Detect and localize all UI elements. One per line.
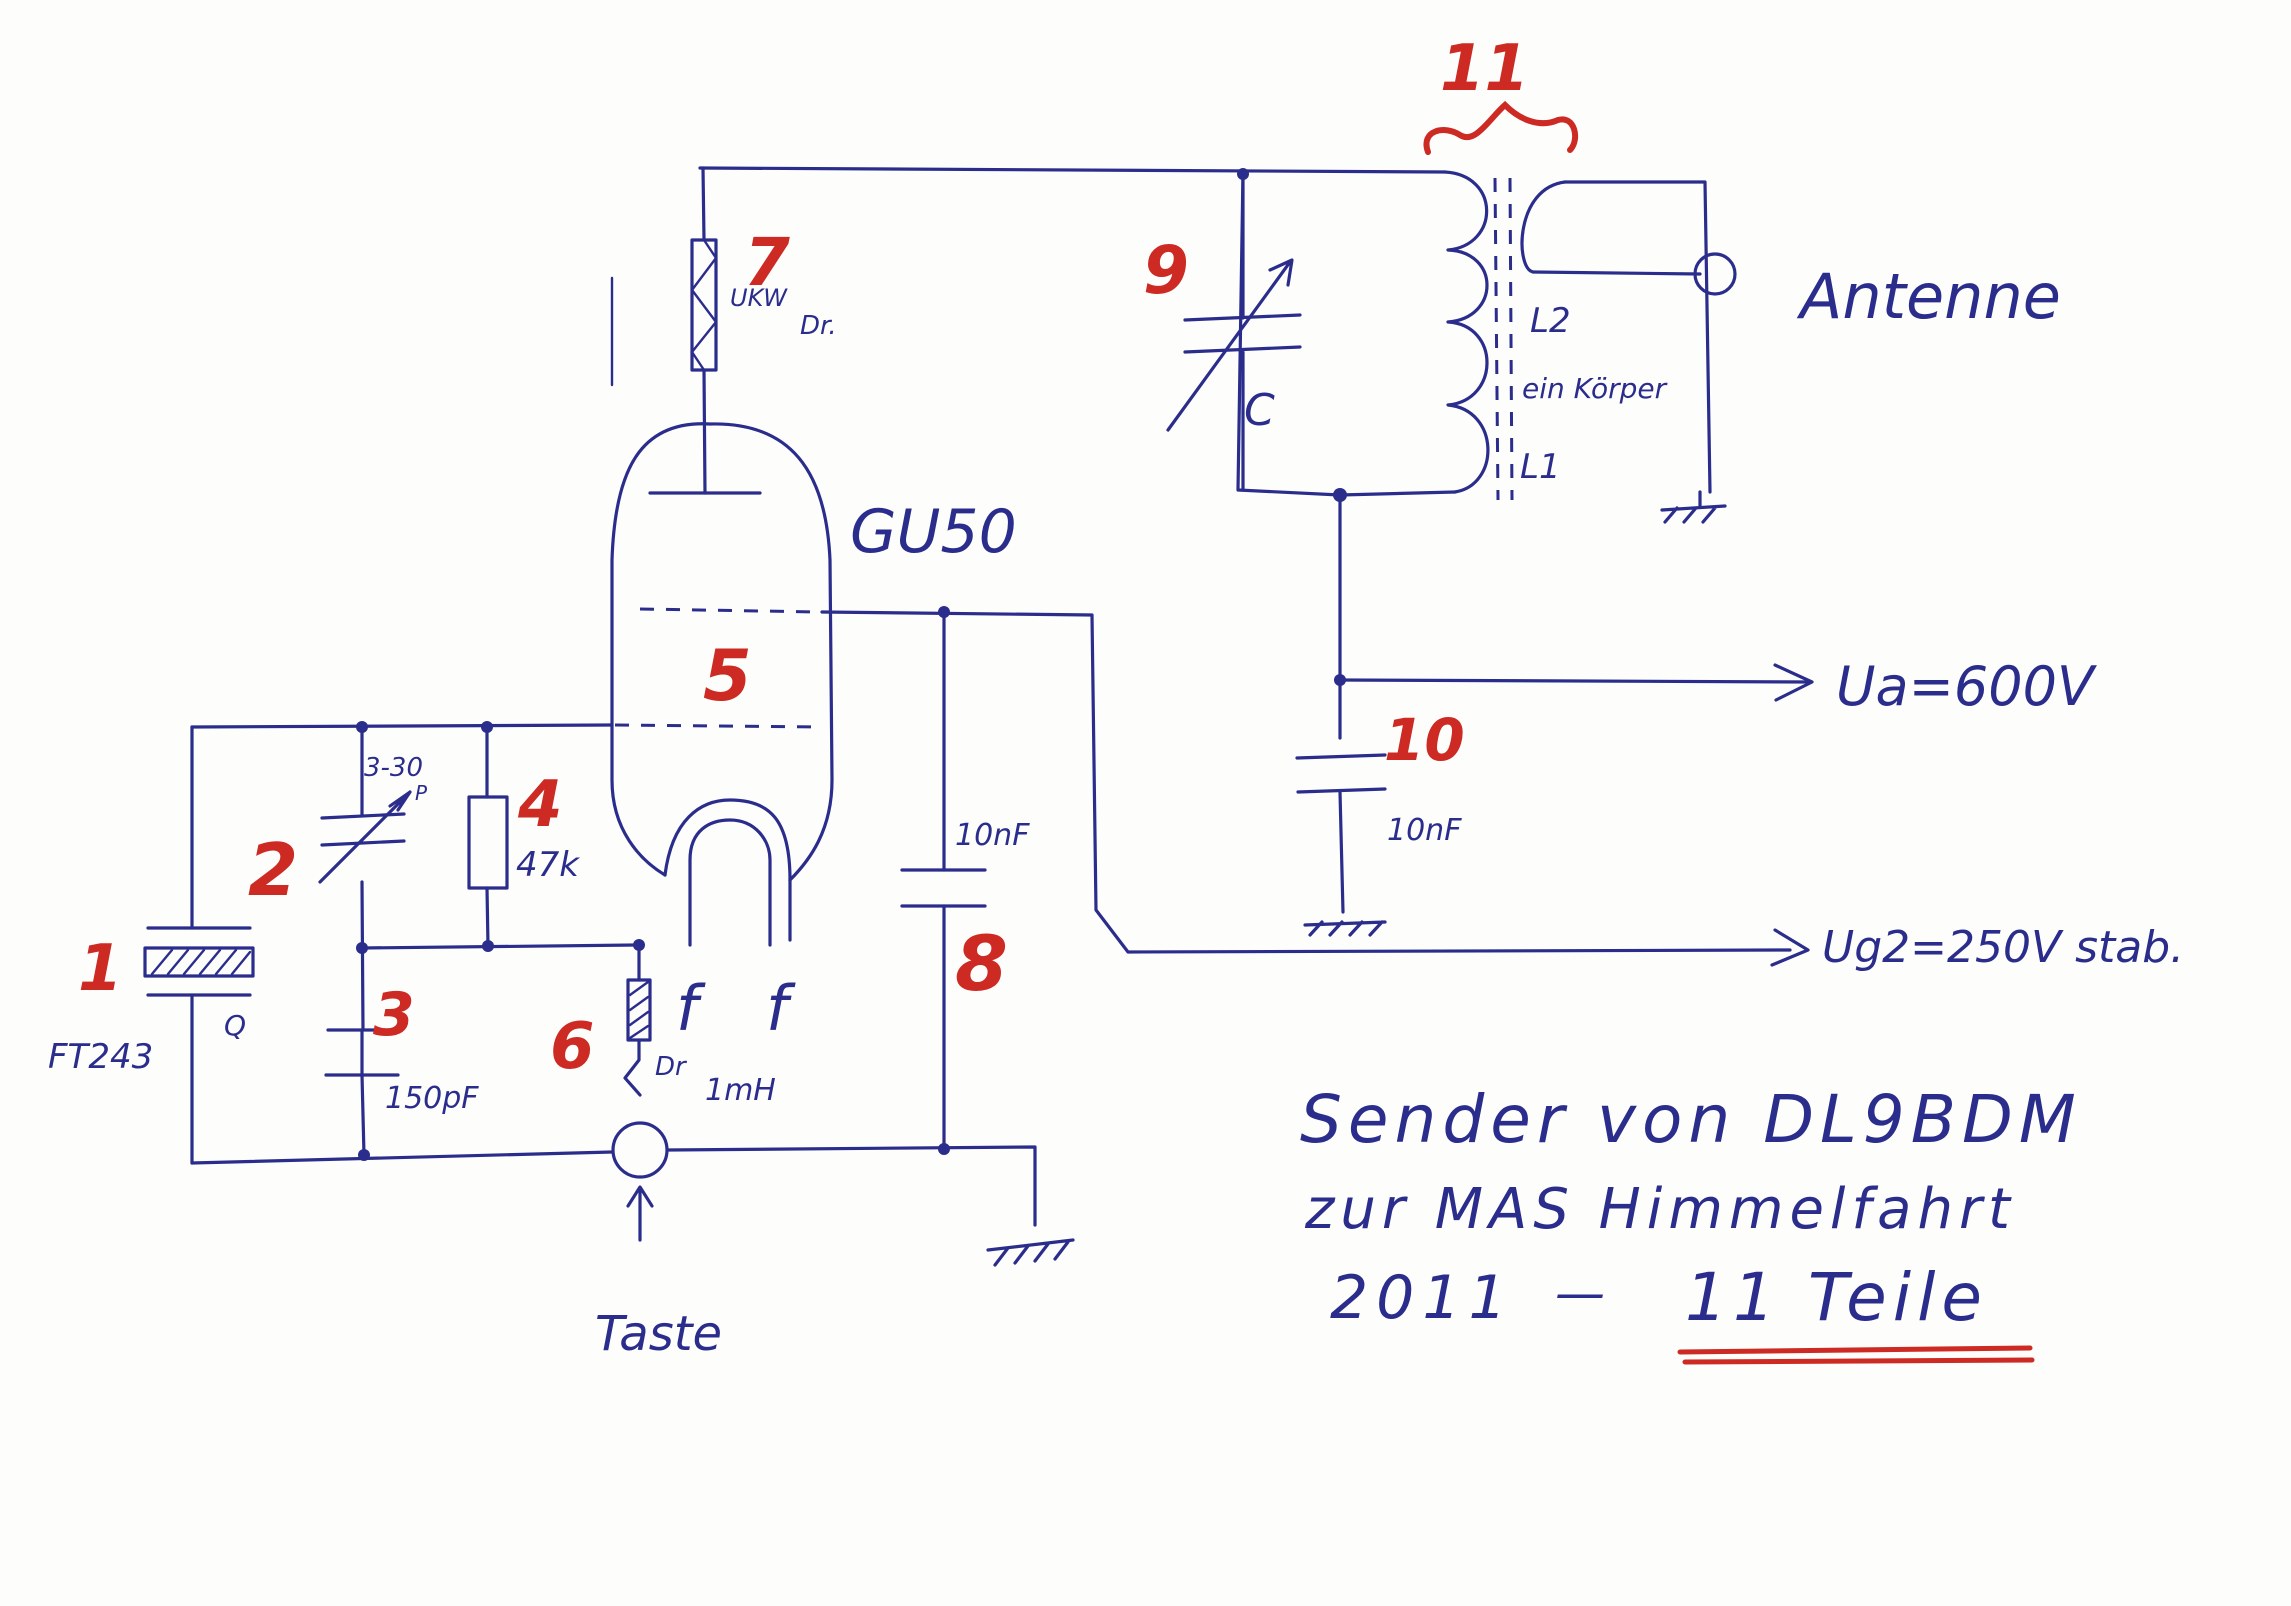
cap3-value-label: 150pF xyxy=(385,1081,479,1116)
resistor-value-label: 47k xyxy=(516,845,580,885)
part-number-2: 2 xyxy=(248,828,298,912)
choke7-bottom-wire xyxy=(702,368,707,495)
resistor-wire-bottom xyxy=(485,886,490,948)
junction-grid-trimmer xyxy=(356,721,368,733)
ua-arrow xyxy=(1773,663,1814,702)
trimmer-capacitor-symbol xyxy=(318,790,412,884)
tube-screen-grid xyxy=(639,607,821,614)
trimmer-wire-bottom xyxy=(360,880,365,1032)
ground-bottom xyxy=(986,1238,1075,1267)
teile-underline xyxy=(1677,1345,2035,1365)
ug2-label: Ug2=250V stab. xyxy=(1822,922,2184,973)
capacitor-10-symbol xyxy=(1295,753,1387,794)
crystal-symbol-label: Q xyxy=(224,1009,246,1042)
coil-brace xyxy=(1423,100,1579,155)
choke-ukw-symbol xyxy=(690,238,718,372)
footer-line-1: Sender von DL9BDM xyxy=(1300,1081,2082,1158)
junction-tank xyxy=(1333,488,1347,502)
key-contact xyxy=(611,1121,669,1179)
choke-anode-label-1: UKW xyxy=(730,284,788,312)
part-number-1: 1 xyxy=(78,932,123,1006)
ua-wire xyxy=(1338,678,1812,684)
junction-mid-left xyxy=(356,942,368,954)
tank-coil-symbol xyxy=(1443,170,1567,501)
part-number-10: 10 xyxy=(1384,706,1465,774)
cap9-label: C xyxy=(1244,385,1275,436)
junction-grid-resistor xyxy=(481,721,493,733)
coil-note-label: ein Körper xyxy=(1522,372,1668,405)
bottom-bus-wire xyxy=(190,1145,1037,1227)
ground-antenna xyxy=(1660,504,1727,524)
ground-symbols xyxy=(986,490,1727,1267)
footer-line-2: zur MAS Himmelfahrt xyxy=(1304,1177,2016,1242)
part-number-4: 4 xyxy=(517,768,563,842)
choke-grid-symbol xyxy=(623,943,652,1097)
choke7-top-wire xyxy=(701,166,706,242)
antenna-label: Antenne xyxy=(1796,260,2061,333)
resistor-47k-symbol xyxy=(467,795,509,890)
ua-label: Ua=600V xyxy=(1836,655,2098,718)
choke-anode-label-2: Dr. xyxy=(800,311,837,341)
footer-text: Sender von DL9BDM zur MAS Himmelfahrt 20… xyxy=(1300,1081,2082,1336)
ug2-arrow xyxy=(1770,928,1810,967)
cathode-node-wire xyxy=(360,943,641,950)
choke-grid-prefix-label: Dr xyxy=(655,1052,688,1082)
cap8-value-label: 10nF xyxy=(955,818,1030,853)
part-number-9: 9 xyxy=(1143,232,1189,309)
antenna-link-bottom xyxy=(1531,270,1702,276)
ground-cap10 xyxy=(1303,920,1387,937)
part-number-6: 6 xyxy=(550,1010,595,1084)
tank-left-wire xyxy=(1236,170,1457,497)
top-rail-wire xyxy=(698,166,1447,174)
junction-bottom-left xyxy=(358,1149,370,1161)
variable-capacitor-symbol xyxy=(1166,170,1302,492)
coil-l2-label: L2 xyxy=(1530,301,1571,341)
capacitor-8-symbol xyxy=(900,868,987,908)
part-number-5: 5 xyxy=(703,635,752,717)
antenna-link-top xyxy=(1563,180,1712,494)
tube-gu50 xyxy=(610,422,834,947)
tube-control-grid xyxy=(614,723,819,729)
key-arrow xyxy=(626,1185,654,1242)
part-number-3: 3 xyxy=(373,980,415,1050)
part-number-labels: 1 2 3 4 5 6 7 8 9 10 11 xyxy=(78,32,1529,1084)
capacitor-150pf-symbol xyxy=(324,1028,400,1077)
junction-dots xyxy=(356,168,1347,1161)
screen-grid-wire xyxy=(820,610,1792,954)
tube-type-label: GU50 xyxy=(850,497,1017,567)
coil-l1-label: L1 xyxy=(1520,447,1561,487)
filament-right-label: f xyxy=(766,972,796,1045)
choke-grid-value-label: 1mH xyxy=(705,1073,776,1108)
footer-line-3-parts: 11 Teile xyxy=(1685,1259,1988,1336)
cap10-wire-bottom xyxy=(1338,790,1345,914)
part-number-8: 8 xyxy=(955,919,1008,1008)
junction-mid-right xyxy=(482,940,494,952)
footer-line-3-dash: — xyxy=(1555,1264,1605,1322)
component-labels: FT243 Q 3-30 P 47k 150pF Dr 1mH f f GU50… xyxy=(48,260,2184,1362)
junction-ua xyxy=(1334,674,1346,686)
wires xyxy=(190,166,1814,1242)
grid-bus-wire xyxy=(190,723,614,729)
cap3-wire-bottom xyxy=(360,1073,366,1157)
junction-bottom-right xyxy=(938,1143,950,1155)
junction-screen xyxy=(938,606,950,618)
footer-line-3-year: 2011 xyxy=(1330,1263,1515,1333)
trimmer-unit-label: P xyxy=(415,781,428,805)
key-label: Taste xyxy=(595,1306,722,1362)
part-number-7: 7 xyxy=(744,224,790,301)
cap10-value-label: 10nF xyxy=(1387,813,1462,848)
crystal-type-label: FT243 xyxy=(48,1037,153,1077)
antenna-terminal xyxy=(1693,252,1737,296)
trimmer-value-label: 3-30 xyxy=(364,753,423,783)
filament-left-label: f xyxy=(676,972,706,1045)
crystal-symbol xyxy=(143,926,255,997)
part-number-11: 11 xyxy=(1440,32,1529,106)
